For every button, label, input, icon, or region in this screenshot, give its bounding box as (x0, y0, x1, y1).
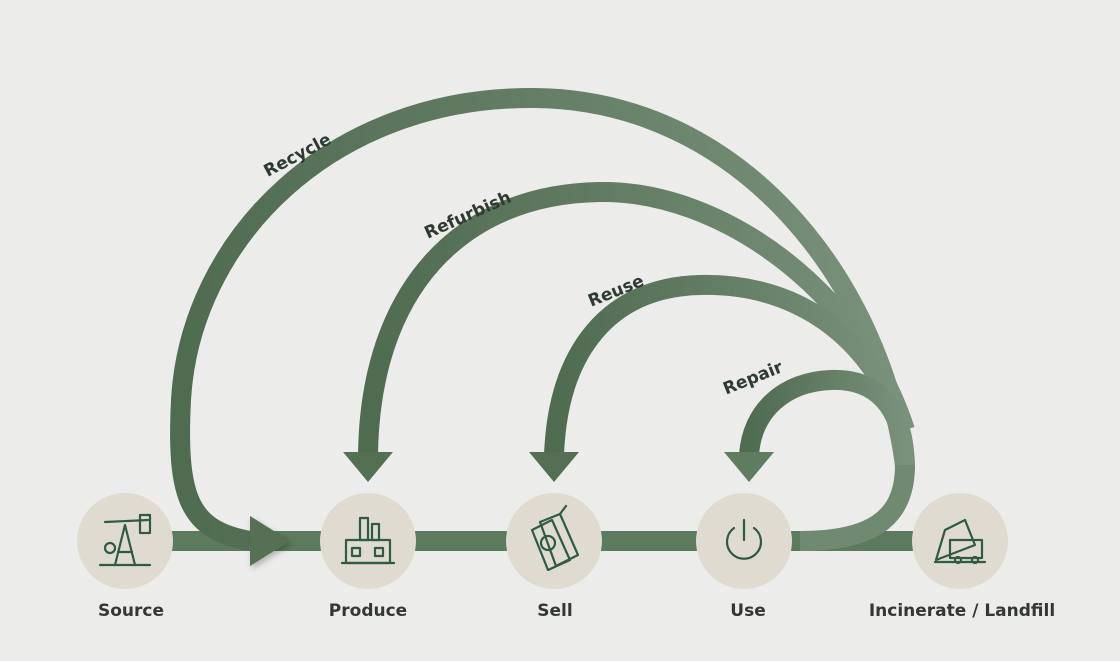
power-icon (725, 518, 763, 560)
node-label-source: Source (97, 601, 165, 621)
node-label-produce: Produce (328, 601, 408, 621)
repair-arrow-head (724, 452, 774, 482)
recycle-loop-arc (170, 87, 915, 551)
price-tag-icon (530, 504, 580, 572)
oil-pump-icon (98, 513, 152, 567)
node-source (77, 493, 173, 589)
node-label-incinerate-landfill: Incinerate / Landfill (868, 601, 1056, 621)
node-label-use: Use (730, 601, 766, 621)
refurbish-loop-arc (358, 181, 915, 456)
node-use (696, 493, 792, 589)
repair-loop-arc (739, 369, 915, 471)
reuse-arrow-head (529, 452, 579, 482)
refurbish-arrow-head (343, 452, 393, 482)
recycle-arrow-head (250, 516, 290, 566)
node-label-sell: Sell (537, 601, 573, 621)
node-produce (320, 493, 416, 589)
node-incinerate-landfill (912, 493, 1008, 589)
node-sell (506, 493, 602, 589)
reuse-loop-arc (544, 274, 910, 456)
factory-icon (340, 516, 396, 565)
loop-return-curve (799, 464, 915, 551)
landfill-truck-icon (933, 518, 987, 565)
